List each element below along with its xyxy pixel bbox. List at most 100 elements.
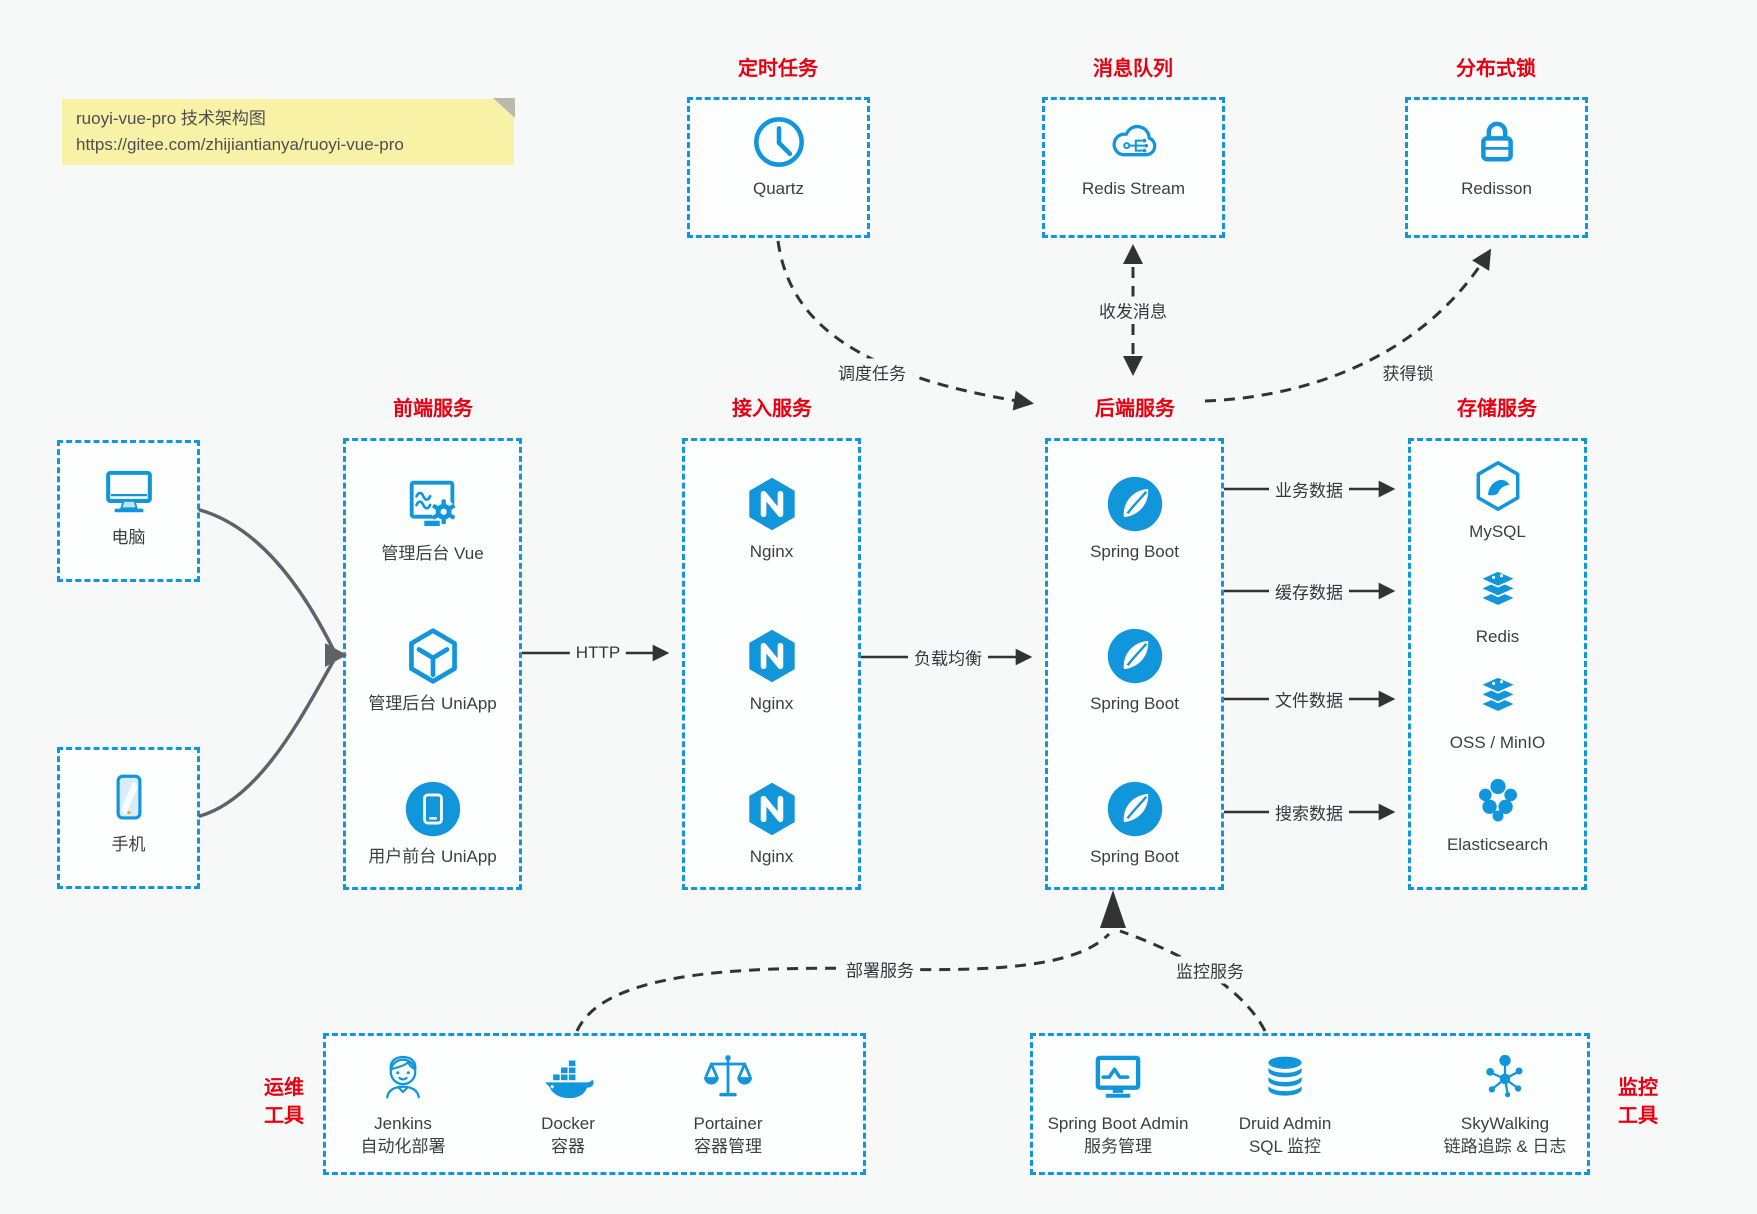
elasticsearch-label: Elasticsearch — [1446, 835, 1549, 854]
admin-uniapp-label: 管理后台 UniApp — [368, 694, 497, 713]
jenkins-label: Jenkins — [374, 1114, 432, 1133]
redisson-box — [1405, 97, 1588, 238]
column-title-frontend: 前端服务 — [393, 398, 473, 420]
portainer-node: Portainer 容器管理 — [648, 1050, 808, 1158]
pc-label: 电脑 — [111, 528, 146, 547]
skywalking-icon — [1477, 1050, 1533, 1106]
edge-acquire-lock — [1204, 248, 1492, 403]
nginx-icon — [742, 474, 802, 534]
note-fold-corner — [493, 98, 515, 118]
jenkins-node: Jenkins 自动化部署 — [323, 1050, 483, 1158]
redis-stream-node: Redis Stream — [1042, 113, 1225, 200]
column-title-access: 接入服务 — [732, 398, 812, 420]
springboot-admin-icon — [1090, 1050, 1146, 1106]
portainer-sublabel: 容器管理 — [694, 1137, 762, 1156]
skywalking-node: SkyWalking 链路追踪 & 日志 — [1410, 1050, 1600, 1158]
redisson-node: Redisson — [1405, 113, 1588, 200]
spring-boot-node-2: Spring Boot — [1045, 626, 1224, 715]
mobile-icon — [100, 769, 158, 827]
docker-sublabel: 容器 — [551, 1137, 585, 1156]
edge-label-monitor-service: 监控服务 — [1170, 956, 1250, 984]
note-url: https://gitee.com/zhijiantianya/ruoyi-vu… — [76, 135, 404, 154]
spring-boot-node-1: Spring Boot — [1045, 474, 1224, 563]
ops-tools-box — [323, 1033, 866, 1175]
ops-tools-title: 运维 工具 — [252, 1074, 316, 1130]
nginx-icon — [742, 779, 802, 839]
monitor-title-line2: 工具 — [1618, 1105, 1658, 1127]
elasticsearch-icon — [1471, 773, 1525, 827]
nginx-label-2: Nginx — [749, 694, 794, 713]
redis-stack-icon — [1470, 563, 1526, 619]
spring-boot-label-1: Spring Boot — [1090, 542, 1179, 561]
nginx-node-3: Nginx — [682, 779, 861, 868]
group-title-scheduled-task: 定时任务 — [738, 58, 818, 80]
redis-label: Redis — [1475, 627, 1520, 646]
group-title-message-queue: 消息队列 — [1093, 58, 1173, 80]
arrowhead-devices-merge — [325, 643, 347, 667]
quartz-node: Quartz — [687, 113, 870, 200]
edge-label-cache-data: 缓存数据 — [1269, 577, 1349, 605]
skywalking-label: SkyWalking — [1460, 1114, 1550, 1133]
mysql-icon — [1470, 458, 1526, 514]
mysql-node: MySQL — [1408, 458, 1587, 543]
docker-label: Docker — [541, 1114, 595, 1133]
druid-label: Druid Admin — [1238, 1114, 1332, 1133]
redis-stream-box — [1042, 97, 1225, 238]
clock-icon — [750, 113, 808, 171]
spring-boot-admin-label: Spring Boot Admin — [1047, 1114, 1189, 1133]
oss-minio-label: OSS / MinIO — [1449, 733, 1546, 752]
nginx-node-2: Nginx — [682, 626, 861, 715]
edge-label-send-receive-msg: 收发消息 — [1093, 296, 1173, 324]
ops-title-line2: 工具 — [264, 1105, 304, 1127]
admin-vue-icon — [402, 474, 464, 536]
phone-label: 手机 — [111, 835, 146, 854]
lock-icon — [1468, 113, 1526, 171]
elasticsearch-node: Elasticsearch — [1408, 773, 1587, 856]
user-uniapp-label: 用户前台 UniApp — [368, 847, 497, 866]
druid-icon — [1257, 1050, 1313, 1106]
nginx-icon — [742, 626, 802, 686]
druid-sublabel: SQL 监控 — [1248, 1137, 1322, 1156]
admin-vue-label: 管理后台 Vue — [381, 544, 484, 563]
arrowhead-into-backend — [1100, 890, 1126, 928]
edge-label-deploy-service: 部署服务 — [840, 955, 920, 983]
sticky-note: ruoyi-vue-pro 技术架构图 https://gitee.com/zh… — [62, 98, 515, 165]
monitor-title-line1: 监控 — [1618, 1077, 1658, 1099]
edge-label-file-data: 文件数据 — [1269, 685, 1349, 713]
skywalking-sublabel: 链路追踪 & 日志 — [1443, 1137, 1567, 1156]
edge-pc-to-frontend — [198, 508, 336, 653]
storage-stack-icon — [1470, 669, 1526, 725]
docker-icon — [540, 1050, 596, 1106]
redisson-label: Redisson — [1461, 179, 1532, 198]
column-title-storage: 存储服务 — [1457, 398, 1537, 420]
spring-boot-icon — [1105, 474, 1165, 534]
edge-label-search-data: 搜索数据 — [1269, 798, 1349, 826]
uniapp-cube-icon — [403, 626, 463, 686]
note-title: ruoyi-vue-pro 技术架构图 — [76, 109, 266, 128]
portainer-label: Portainer — [693, 1114, 763, 1133]
nginx-node-1: Nginx — [682, 474, 861, 563]
docker-node: Docker 容器 — [488, 1050, 648, 1158]
quartz-label: Quartz — [752, 179, 805, 198]
edge-deploy-service — [575, 932, 1111, 1032]
jenkins-icon — [375, 1050, 431, 1106]
edge-phone-to-frontend — [198, 658, 336, 818]
redis-node: Redis — [1408, 563, 1587, 648]
oss-minio-node: OSS / MinIO — [1408, 669, 1587, 754]
user-app-icon — [403, 779, 463, 839]
desktop-icon — [100, 462, 158, 520]
cloud-stream-icon — [1105, 113, 1163, 171]
edge-label-acquire-lock: 获得锁 — [1376, 358, 1440, 386]
admin-vue-node: 管理后台 Vue — [343, 474, 522, 565]
edge-label-http: HTTP — [569, 642, 627, 664]
ops-title-line1: 运维 — [264, 1077, 304, 1099]
group-title-distributed-lock: 分布式锁 — [1456, 58, 1536, 80]
column-title-backend: 后端服务 — [1095, 398, 1175, 420]
spring-boot-icon — [1105, 626, 1165, 686]
spring-boot-label-3: Spring Boot — [1090, 847, 1179, 866]
jenkins-sublabel: 自动化部署 — [360, 1137, 446, 1156]
edge-label-schedule-task: 调度任务 — [832, 358, 912, 386]
druid-node: Druid Admin SQL 监控 — [1190, 1050, 1380, 1158]
spring-boot-node-3: Spring Boot — [1045, 779, 1224, 868]
